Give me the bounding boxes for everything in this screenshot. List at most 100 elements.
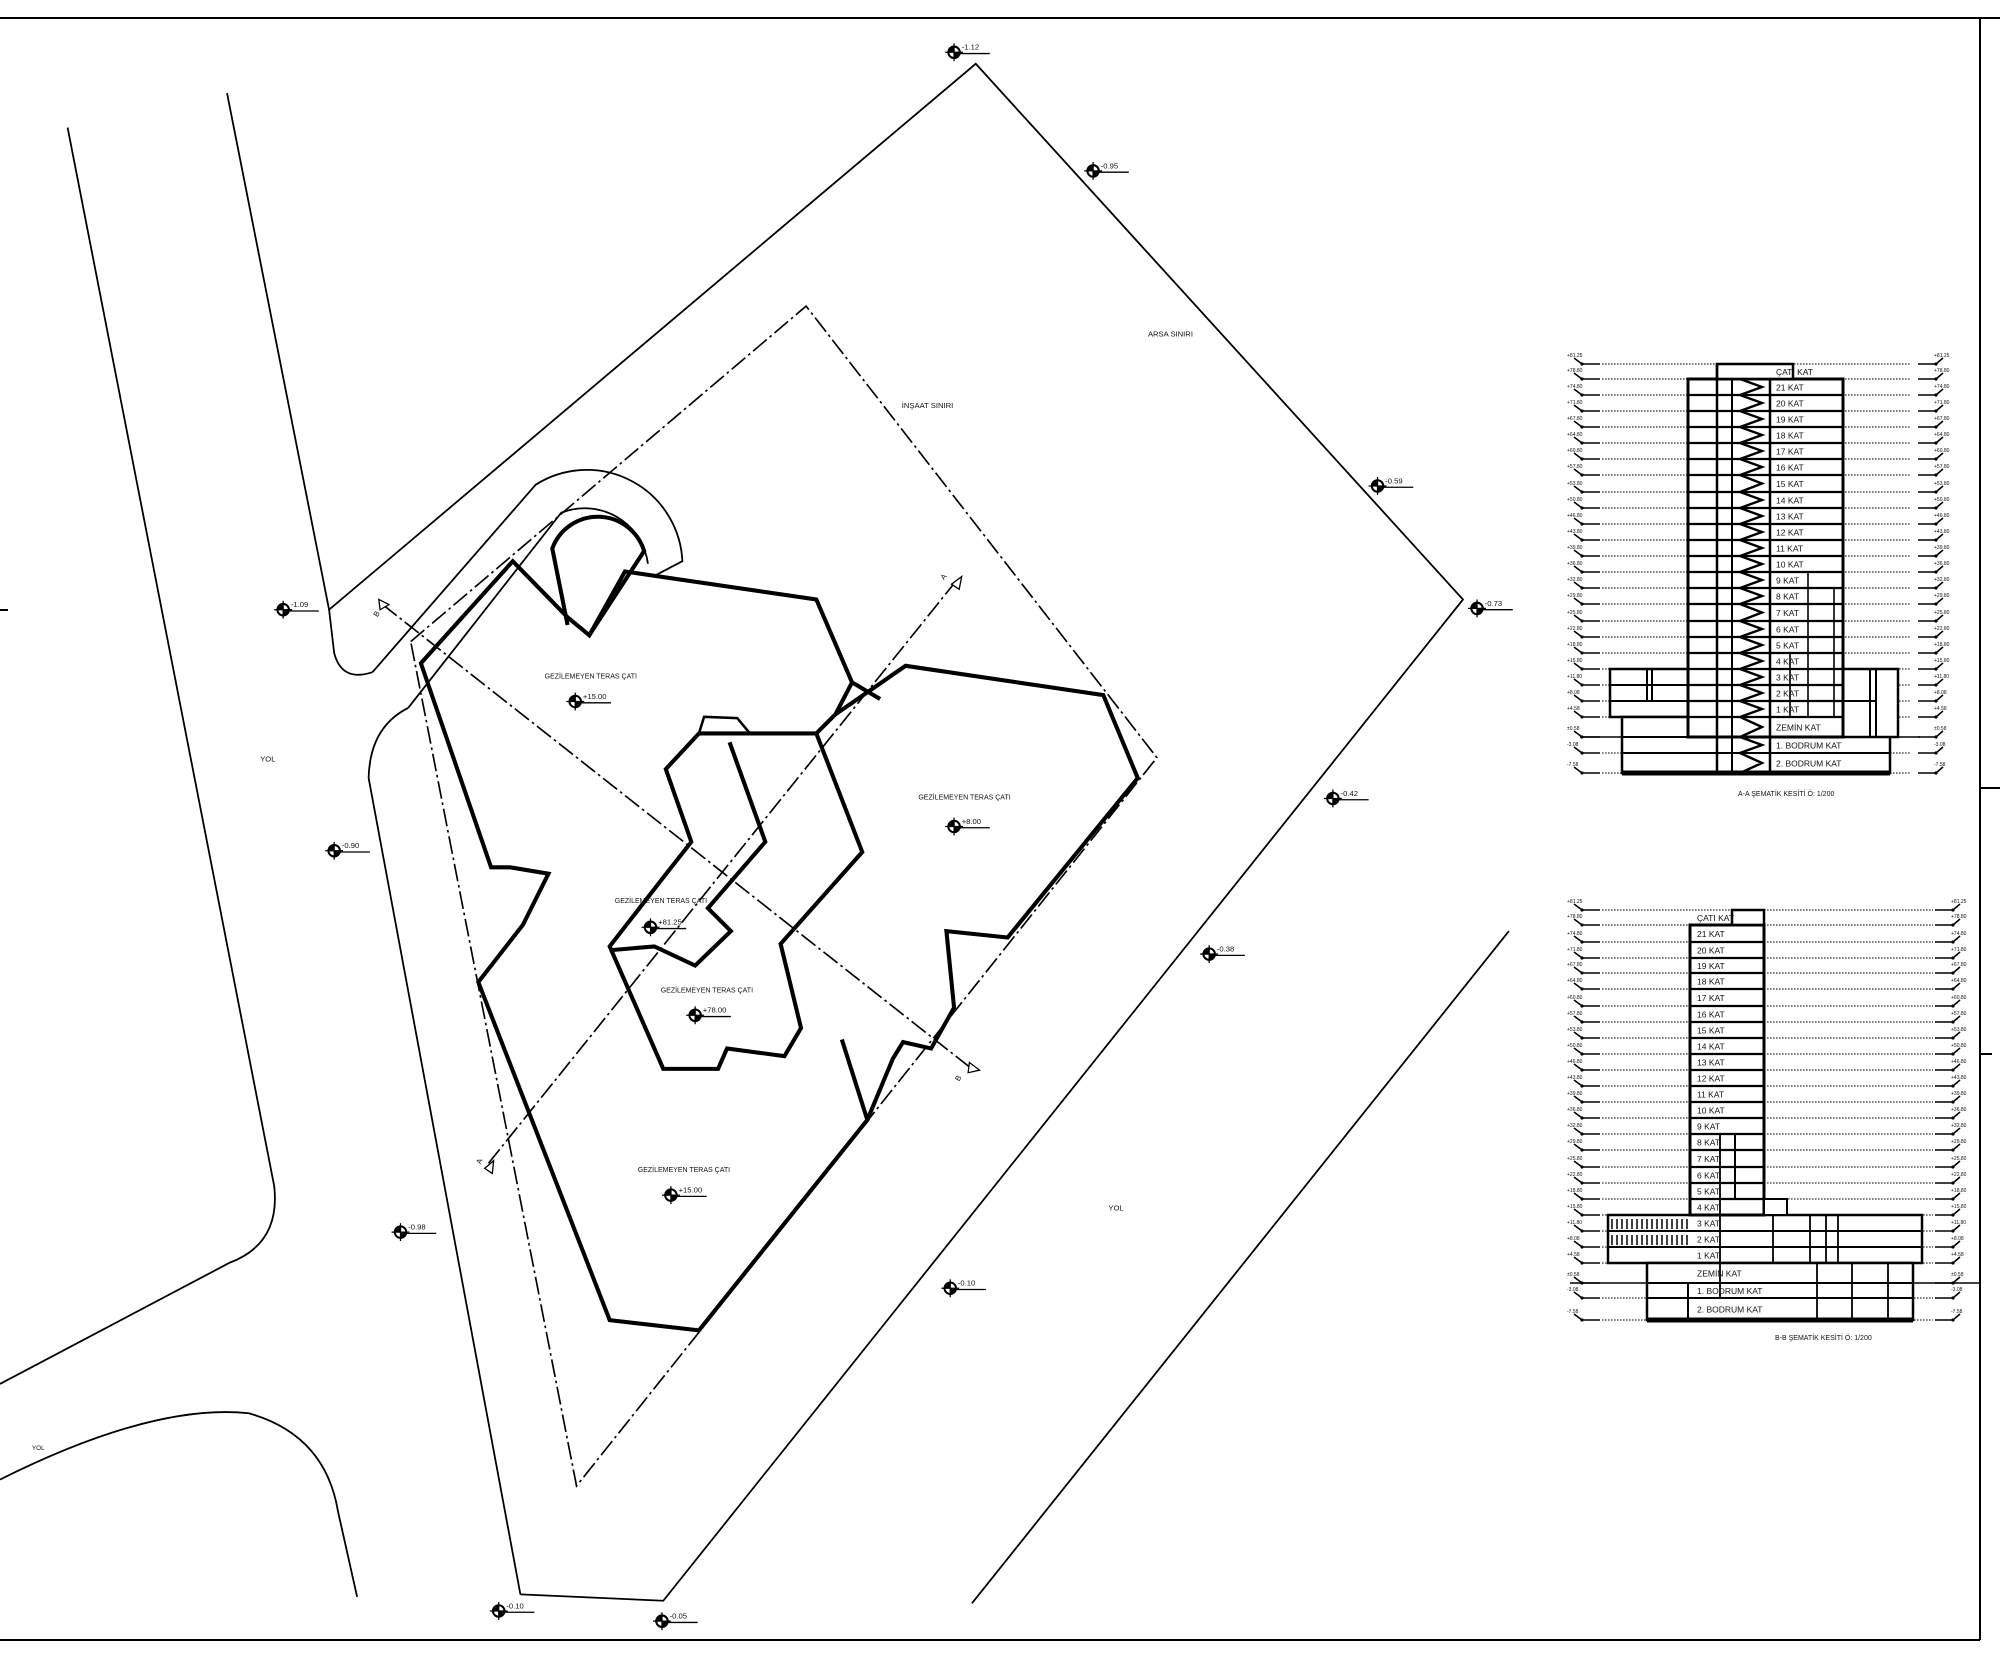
level-dot [1951, 940, 1955, 944]
level-label-left: -3.08 [1567, 1287, 1579, 1293]
level-dot [1580, 1132, 1584, 1136]
spot-elevation-value: -0.10 [958, 1279, 975, 1288]
floor-label: 3 KAT [1697, 1219, 1720, 1229]
floor-label: 11 KAT [1697, 1090, 1724, 1100]
level-line: +64.80+64.80 [1567, 978, 1967, 991]
level-dot [1580, 1165, 1584, 1169]
spot-elevation-value: +78.00 [703, 1006, 727, 1015]
level-dot [1951, 1245, 1955, 1249]
section-line-b [382, 603, 973, 1070]
roof-zone: GEZİLEMEYEN TERAS ÇATI+78.00 [661, 985, 753, 1025]
level-marker-fill [948, 820, 960, 833]
floor-label: 2. BODRUM KAT [1776, 759, 1842, 769]
level-dot [1951, 1318, 1955, 1322]
svg-text:B: B [371, 609, 381, 618]
level-label-left: +53.80 [1567, 481, 1583, 487]
level-dot [1951, 1068, 1955, 1072]
level-label-right: +32.80 [1951, 1123, 1967, 1129]
level-dot [1580, 1100, 1584, 1104]
level-dot [1934, 586, 1938, 590]
level-label-right: +22.80 [1951, 1172, 1967, 1178]
construction-boundary-label: İNŞAAT SINIRI [902, 401, 954, 410]
floor-label: 14 KAT [1776, 496, 1804, 506]
level-dot [1580, 409, 1584, 413]
basement [1645, 1261, 1915, 1322]
level-line: +25.80+25.80 [1567, 1156, 1967, 1169]
level-marker-fill [1471, 602, 1483, 615]
level-dot [1951, 1132, 1955, 1136]
level-label-left: +67.80 [1567, 962, 1583, 968]
level-line: +53.80+53.80 [1567, 1027, 1967, 1040]
roof-zone: GEZİLEMEYEN TERAS ÇATI+8.00 [918, 793, 1011, 836]
level-dot [1951, 1020, 1955, 1024]
floor-label: 4 KAT [1697, 1203, 1720, 1213]
level-dot [1934, 473, 1938, 477]
level-label-right: +18.80 [1951, 1188, 1967, 1194]
level-dot [1580, 908, 1584, 912]
level-dot [1951, 1036, 1955, 1040]
level-dot [1951, 1004, 1955, 1008]
level-label-left: +22.80 [1567, 626, 1583, 632]
level-dot [1951, 1084, 1955, 1088]
level-label-left: +25.80 [1567, 1156, 1583, 1162]
level-dot [1580, 715, 1584, 719]
level-dot [1951, 1229, 1955, 1233]
spot-elevation-value: -0.38 [1217, 945, 1234, 954]
site-boundary [328, 62, 1465, 1602]
level-label-left: +36.80 [1567, 1107, 1583, 1113]
level-dot [1580, 1245, 1584, 1249]
terrace-room [1763, 1198, 1788, 1216]
floor-label: 1. BODRUM KAT [1776, 741, 1842, 751]
level-dot [1580, 940, 1584, 944]
spot-elevation: -0.59 [1368, 476, 1414, 495]
level-dot [1580, 1197, 1584, 1201]
level-dot [1934, 522, 1938, 526]
level-label-left: +81.25 [1567, 899, 1583, 905]
level-label-left: +15.80 [1567, 658, 1583, 664]
floor-label: 19 KAT [1776, 415, 1804, 425]
floor-label: 14 KAT [1697, 1042, 1725, 1052]
floor-label: 7 KAT [1776, 608, 1799, 618]
level-dot [1580, 554, 1584, 558]
site-plan: A A B B ARSA SINIRI İNŞAAT SINIRI YOL YO… [0, 43, 1513, 1631]
floor-label: 20 KAT [1697, 946, 1725, 956]
level-line: +43.80+43.80 [1567, 1075, 1967, 1088]
level-dot [1934, 635, 1938, 639]
svg-text:A: A [939, 571, 950, 581]
level-marker-fill [1371, 480, 1384, 492]
svg-text:A: A [474, 1156, 485, 1165]
roof-zone-label: GEZİLEMEYEN TERAS ÇATI [545, 672, 637, 681]
spot-elevation-value: +81.25 [658, 918, 682, 927]
level-line: +29.80+29.80 [1567, 1139, 1967, 1152]
road-label: YOL [260, 754, 275, 763]
level-line: +22.80+22.80 [1567, 1172, 1967, 1185]
level-label-left: +4.58 [1567, 1252, 1580, 1258]
level-dot [1951, 956, 1955, 960]
level-dot [1580, 457, 1584, 461]
level-label-right: +60.80 [1934, 448, 1950, 454]
floor-label: 12 KAT [1697, 1074, 1725, 1084]
floor-label: 13 KAT [1697, 1058, 1725, 1068]
level-dot [1951, 1181, 1955, 1185]
svg-text:B: B [953, 1074, 963, 1083]
level-dot [1951, 971, 1955, 975]
podium-left [1608, 667, 1690, 719]
floor-label: ÇATI KAT [1776, 367, 1813, 377]
level-label-left: +64.80 [1567, 432, 1583, 438]
level-label-right: +53.80 [1934, 481, 1950, 487]
floor-label: 10 KAT [1776, 560, 1804, 570]
floor-label: 15 KAT [1697, 1026, 1725, 1036]
level-dot [1934, 735, 1938, 739]
floor-label: 20 KAT [1776, 399, 1804, 409]
level-label-right: ±0.58 [1951, 1272, 1964, 1278]
level-label-right: +11.80 [1934, 674, 1949, 680]
level-dot [1580, 377, 1584, 381]
floor-label: 17 KAT [1776, 447, 1804, 457]
spot-elevation-value: -0.73 [1485, 599, 1502, 608]
level-dot [1580, 683, 1584, 687]
spot-elevation: -0.42 [1323, 789, 1369, 808]
roof-elevation: +78.00 [686, 1006, 731, 1025]
level-marker-fill [656, 1615, 668, 1627]
stair-zigzag [1736, 377, 1766, 775]
